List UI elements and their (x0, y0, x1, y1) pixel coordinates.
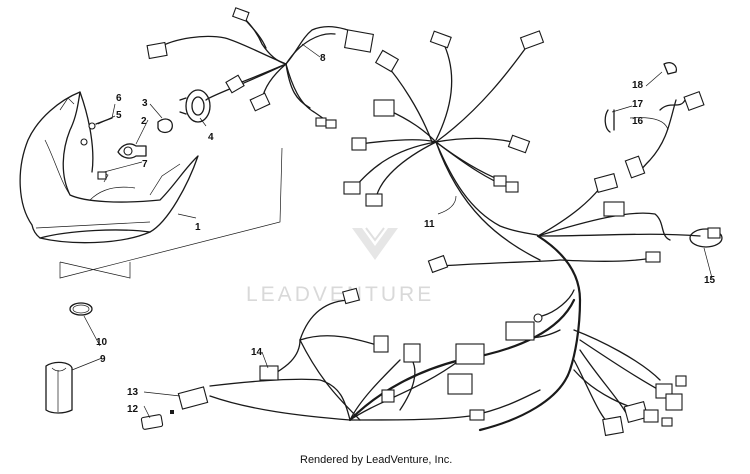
watermark-text: LEADVENTURE (246, 283, 434, 306)
callout-1: 1 (195, 222, 201, 233)
callout-14: 14 (251, 347, 263, 358)
callout-12: 12 (127, 404, 139, 415)
callout-6: 6 (116, 93, 122, 104)
main-harness-lower (140, 287, 687, 437)
credit-text: Rendered by LeadVenture, Inc. (300, 454, 452, 466)
callout-8: 8 (320, 53, 326, 64)
callout-10: 10 (96, 337, 108, 348)
callout-9: 9 (100, 354, 106, 365)
callout-11: 11 (424, 219, 435, 230)
callout-3: 3 (142, 98, 148, 109)
small-parts (604, 62, 678, 133)
callout-17: 17 (632, 99, 644, 110)
callout-7: 7 (142, 159, 148, 170)
callout-15: 15 (704, 275, 716, 286)
headlight-assembly (19, 89, 283, 279)
callout-4: 4 (208, 132, 214, 143)
callout-18: 18 (632, 80, 644, 91)
callout-2: 2 (141, 116, 147, 127)
main-harness-center (343, 30, 723, 432)
main-harness-upper (146, 7, 375, 129)
callout-16: 16 (632, 116, 644, 127)
callout-5: 5 (116, 110, 122, 121)
sleeve-and-ring (45, 302, 93, 414)
watermark: LEADVENTURE (246, 227, 434, 306)
leader-lines (71, 43, 713, 419)
callout-13: 13 (127, 387, 139, 398)
callout-labels: 1 2 3 4 5 6 7 8 9 10 11 12 13 14 15 16 1… (96, 53, 716, 415)
